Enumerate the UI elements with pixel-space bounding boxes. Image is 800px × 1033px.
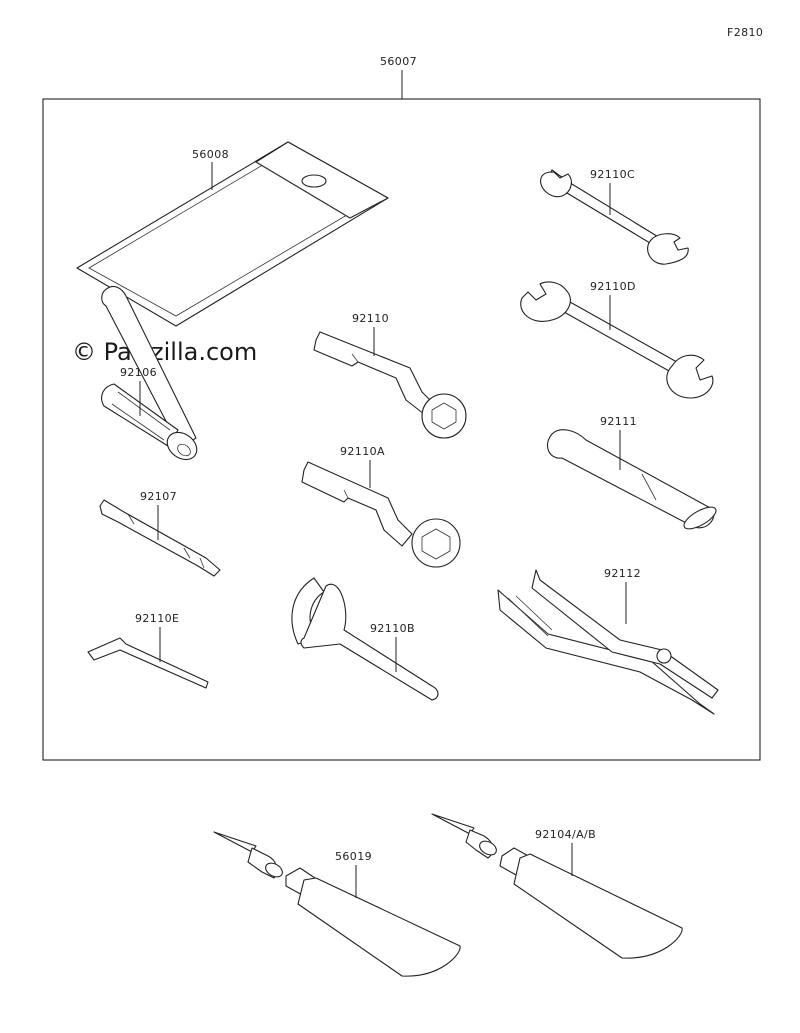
pliers-92112 (497, 569, 719, 715)
ring-wrench-92110a (301, 461, 461, 568)
label-92107: 92107 (140, 490, 177, 503)
open-end-wrench-92110d (520, 281, 714, 399)
label-92110e: 92110E (135, 612, 179, 625)
label-92110a: 92110A (340, 445, 385, 458)
label-92104-a-b: 92104/A/B (535, 828, 596, 841)
label-92110d: 92110D (590, 280, 636, 293)
tool-case (76, 141, 389, 327)
tube-92104-a-b (431, 813, 683, 959)
label-56008: 56008 (192, 148, 229, 161)
hex-key-92110e (87, 637, 209, 689)
label-92110: 92110 (352, 312, 389, 325)
label-56007: 56007 (380, 55, 417, 68)
ring-wrench-92110 (313, 331, 467, 439)
pipe-92111 (547, 429, 717, 530)
label-92110b: 92110B (370, 622, 415, 635)
label-92111: 92111 (600, 415, 637, 428)
label-92106: 92106 (120, 366, 157, 379)
screwdriver-92107 (99, 499, 221, 577)
label-92110c: 92110C (590, 168, 635, 181)
label-56019: 56019 (335, 850, 372, 863)
tube-56019 (213, 831, 461, 977)
label-92112: 92112 (604, 567, 641, 580)
open-end-wrench-92110c (540, 169, 689, 265)
figure-code: F2810 (727, 26, 763, 39)
watermark-text: © Partzilla.com (72, 338, 257, 366)
tool-kit-frame (42, 98, 761, 761)
hook-wrench-92110b (291, 577, 439, 701)
